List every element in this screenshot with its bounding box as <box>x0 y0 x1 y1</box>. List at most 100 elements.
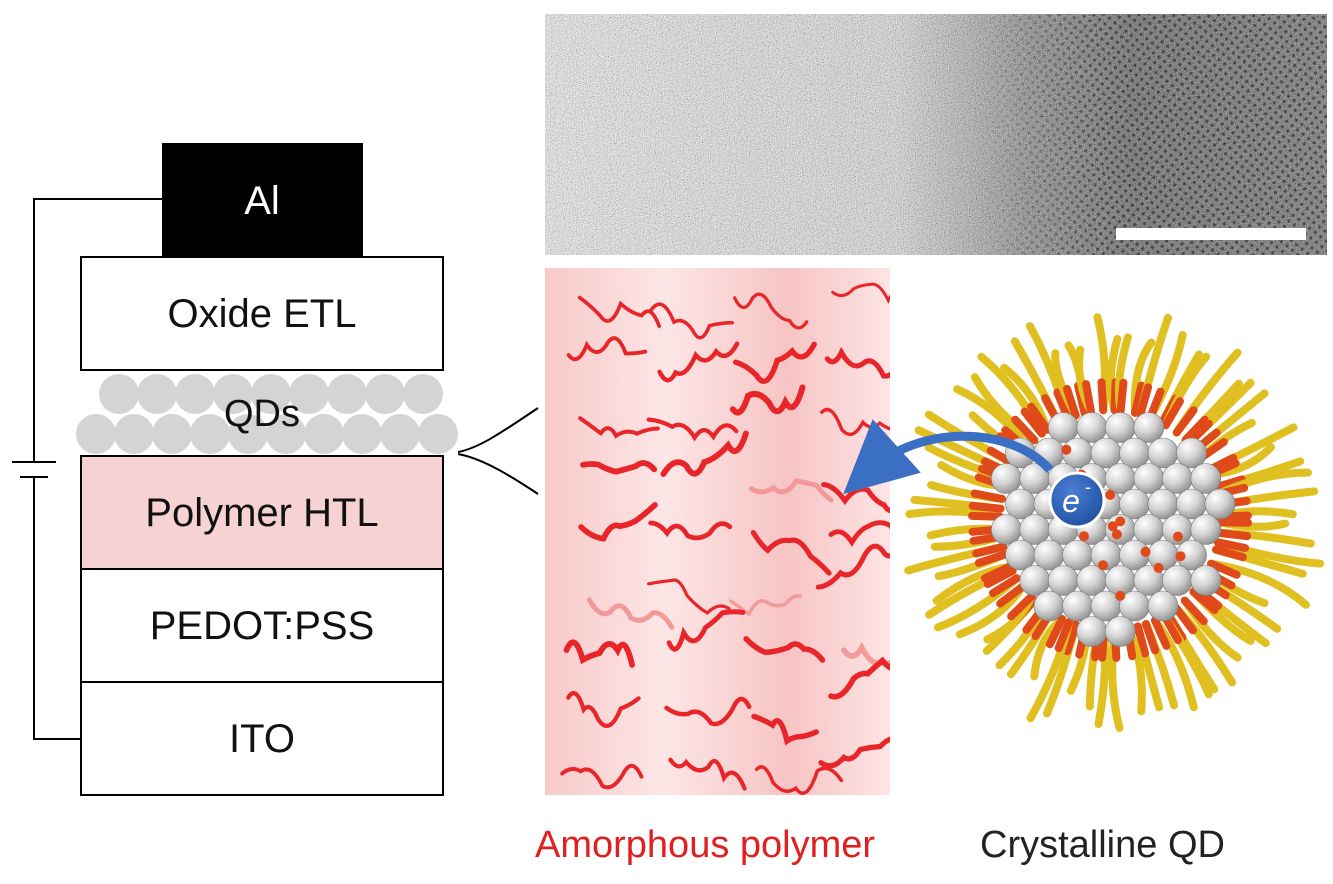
surface-ligand-dot <box>1111 529 1122 540</box>
circuit-wire <box>12 198 162 740</box>
qd-atom <box>1176 437 1207 469</box>
qd-sphere <box>213 374 253 414</box>
qd-sphere <box>190 414 230 454</box>
polymer-chain <box>649 302 734 340</box>
surface-ligand-dot <box>1115 516 1126 527</box>
layer-al: Al <box>162 143 363 258</box>
qd-sphere <box>380 414 420 454</box>
polymer-chain <box>586 597 675 630</box>
polymer-chains <box>560 282 890 795</box>
qd-atom <box>1076 412 1108 443</box>
polymer-panel <box>545 268 890 795</box>
qd-atom <box>1147 539 1179 571</box>
polymer-chain <box>580 460 658 475</box>
qd-atom <box>1033 590 1065 622</box>
ligand-anchor <box>980 562 1015 583</box>
qd-sphere <box>418 414 458 454</box>
ligand-anchor <box>1207 559 1241 579</box>
ligand-anchor <box>1007 592 1036 621</box>
qd-atom <box>1147 437 1179 469</box>
polymer-chain <box>566 691 641 728</box>
polymer-chain <box>831 282 890 304</box>
ligand-anchor <box>968 501 1005 513</box>
ligand-anchor <box>1151 616 1171 650</box>
qd-atom <box>1133 412 1165 443</box>
tem-image <box>545 14 1327 255</box>
electron-symbol: e <box>1062 483 1080 519</box>
polymer-chain <box>750 530 832 576</box>
qd-sphere <box>327 374 367 414</box>
ligand-anchor <box>1213 538 1250 552</box>
qd-sphere <box>365 374 405 414</box>
qd-sphere <box>114 414 154 454</box>
layer-htl-label: Polymer HTL <box>145 491 378 535</box>
polymer-chain <box>566 336 648 362</box>
polymer-chain <box>648 520 733 541</box>
polymer-chain <box>578 502 658 542</box>
polymer-chain <box>733 341 817 384</box>
qd-sphere <box>76 414 116 454</box>
ligand-anchor <box>1136 383 1153 419</box>
qd-sphere <box>175 374 215 414</box>
surface-ligand-dot <box>1079 531 1089 542</box>
scale-bar <box>1116 228 1306 240</box>
ligand-anchor <box>1020 407 1046 438</box>
qd-atom <box>1147 488 1179 520</box>
ligand-anchor <box>1011 415 1039 445</box>
polymer-chain <box>828 520 890 547</box>
layer-ito-label: ITO <box>229 717 295 761</box>
polymer-chain <box>657 341 740 383</box>
qd-atom <box>1133 463 1165 494</box>
qd-atom <box>1048 412 1079 443</box>
ligand-anchor <box>1172 406 1198 437</box>
qd-atom <box>990 463 1022 494</box>
ligand-anchor <box>1215 528 1252 541</box>
qd-sphere <box>228 414 268 454</box>
polymer-chain <box>749 477 834 503</box>
surface-ligand-dot <box>1105 489 1116 500</box>
polymer-chain <box>828 656 890 700</box>
ligand-anchor <box>1063 384 1080 420</box>
layer-etl-label: Oxide ETL <box>168 292 357 336</box>
qd-sphere <box>403 374 443 414</box>
qd-atom <box>1190 514 1222 545</box>
ligand-anchor <box>1063 620 1080 656</box>
layer-oxide-etl: Oxide ETL <box>80 256 444 371</box>
qd-atom <box>1105 412 1136 443</box>
ligand-anchor <box>1027 402 1052 434</box>
qd-atom <box>1190 463 1222 494</box>
ligand-anchor <box>974 550 1010 567</box>
qd-atom <box>1033 539 1065 571</box>
surface-ligand-dot <box>1173 531 1183 542</box>
qd-atom <box>1119 437 1150 469</box>
qd-atom <box>1048 565 1079 596</box>
polymer-chain <box>754 765 844 795</box>
qd-sphere <box>266 414 306 454</box>
surface-ligand-dot <box>1061 444 1072 455</box>
layer-qds <box>76 374 458 454</box>
ligand-anchor <box>968 511 1004 521</box>
electron-charge: - <box>1085 477 1091 497</box>
polymer-chain <box>563 639 635 668</box>
polymer-chain <box>818 736 890 769</box>
polymer-chain <box>666 609 746 652</box>
surface-ligand-dot <box>1140 546 1151 557</box>
qd-sphere <box>289 374 329 414</box>
polymer-chain <box>824 346 890 379</box>
layer-pedot-pss: PEDOT:PSS <box>80 568 444 683</box>
layer-al-label: Al <box>244 179 280 223</box>
ligand-anchor <box>1116 378 1128 415</box>
caption-amorphous-polymer: Amorphous polymer <box>535 824 875 866</box>
qd-sphere <box>99 374 139 414</box>
ligand-anchor <box>1216 518 1252 527</box>
polymer-chain <box>660 430 749 477</box>
qd-atom <box>1090 437 1122 469</box>
ligand-anchor <box>1181 415 1209 444</box>
polymer-chain <box>664 696 752 727</box>
qd-atom <box>1019 514 1051 545</box>
qd-sphere <box>304 414 344 454</box>
qd-atom <box>1005 488 1036 520</box>
qd-atom <box>1076 616 1108 647</box>
